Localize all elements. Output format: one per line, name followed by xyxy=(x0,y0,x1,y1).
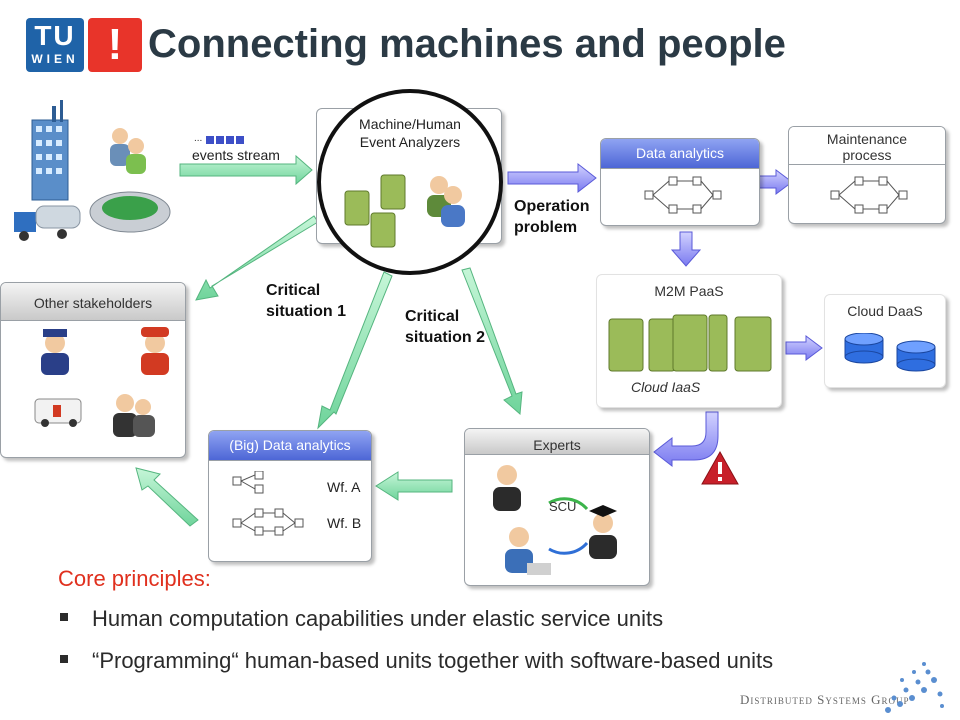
officials-icon xyxy=(113,394,155,437)
core-bullet-2-text: “Programming“ human-based units together… xyxy=(92,648,774,673)
experts-icons xyxy=(493,465,617,575)
sources-icons xyxy=(14,100,171,241)
scu-label: SCU xyxy=(549,499,577,514)
operation-problem-label: Operation problem xyxy=(514,198,590,236)
cycle-arrows-icon xyxy=(548,497,589,555)
arrow-critical-2 xyxy=(461,267,523,416)
logo-line1: TU xyxy=(34,20,76,51)
logo-line2: WIEN xyxy=(31,52,79,66)
arrow-to-maintenance xyxy=(757,169,793,195)
core-bullet-1: Human computation capabilities under ela… xyxy=(60,606,663,632)
tu-wien-logo: TU WIEN xyxy=(26,18,84,72)
critical-situation-1-label: Critical situation 1 xyxy=(266,282,347,320)
events-stream-arrow xyxy=(179,154,313,186)
arrow-critical-1 xyxy=(317,271,393,430)
arrow-to-data-analytics xyxy=(507,162,597,194)
m2m-paas-box: M2M PaaS Cloud IaaS xyxy=(596,274,782,408)
arrow-to-stakeholders xyxy=(195,215,319,301)
arrow-m2m-to-experts xyxy=(653,411,719,468)
footer-group-label: Distributed Systems Group xyxy=(740,692,910,707)
firefighter-icon xyxy=(141,327,169,375)
arrow-bigdata-to-stakeholders xyxy=(135,467,199,527)
events-stream-label: events stream xyxy=(192,147,280,163)
building-icon xyxy=(31,100,69,201)
arrow-to-cloud-daas xyxy=(785,335,823,361)
page-title: Connecting machines and people xyxy=(148,22,786,66)
workflow-icon xyxy=(644,176,722,214)
stream-dots: ... xyxy=(194,133,203,144)
warning-triangle-icon xyxy=(701,450,739,485)
core-bullet-1-text: Human computation capabilities under ela… xyxy=(92,606,664,631)
stakeholders-box: Other stakeholders xyxy=(0,282,186,458)
arrow-to-m2m xyxy=(670,231,702,267)
experts-box: Experts SCU xyxy=(464,428,650,586)
stream-packets-icon xyxy=(206,136,244,144)
experts-label: Experts xyxy=(465,429,649,455)
maintenance-label: Maintenance process xyxy=(789,127,945,165)
data-analytics-box: Data analytics xyxy=(600,138,760,226)
bullet-square-icon xyxy=(60,613,68,622)
core-bullet-2: “Programming“ human-based units together… xyxy=(60,648,773,674)
expert-businessman-icon xyxy=(493,465,521,511)
workflow-icon xyxy=(232,471,304,536)
cloud-daas-box: Cloud DaaS xyxy=(824,294,946,388)
big-data-box: (Big) Data analytics Wf. A Wf. B xyxy=(208,430,372,562)
analyzer-servers-icon xyxy=(344,174,465,248)
analyzer-people-icon xyxy=(427,176,465,227)
data-analytics-label: Data analytics xyxy=(601,139,759,169)
big-data-label: (Big) Data analytics xyxy=(209,431,371,461)
m2m-paas-label: M2M PaaS xyxy=(654,283,724,299)
maintenance-box: Maintenance process xyxy=(788,126,946,224)
stakeholders-label: Other stakeholders xyxy=(1,283,185,321)
m2m-servers-icon xyxy=(608,314,772,372)
core-principles-title: Core principles: xyxy=(58,566,211,591)
expert-graduate-icon xyxy=(589,505,617,559)
truck-icon xyxy=(14,205,81,241)
dsg-dots-logo xyxy=(885,662,944,713)
arrow-experts-to-bigdata xyxy=(375,471,453,501)
analyzers-magnifier: Machine/Human Event Analyzers xyxy=(317,89,503,275)
ambulance-icon xyxy=(34,398,82,427)
wf-b-label: Wf. B xyxy=(327,515,362,531)
bullet-square-icon xyxy=(60,655,68,664)
critical-situation-2-label: Critical situation 2 xyxy=(405,308,486,346)
workflow-icon xyxy=(830,176,908,214)
database-icon xyxy=(844,333,936,372)
stakeholder-icons xyxy=(34,327,169,437)
wf-a-label: Wf. A xyxy=(327,479,361,495)
stadium-icon xyxy=(89,191,171,233)
warning-logo-mark: ! xyxy=(88,18,142,72)
police-icon xyxy=(41,329,69,375)
cloud-daas-label: Cloud DaaS xyxy=(847,303,923,319)
cloud-iaas-label: Cloud IaaS xyxy=(631,379,701,395)
expert-support-icon xyxy=(505,527,551,575)
analyzers-label: Machine/Human Event Analyzers xyxy=(359,116,461,150)
people-icon xyxy=(110,128,146,174)
